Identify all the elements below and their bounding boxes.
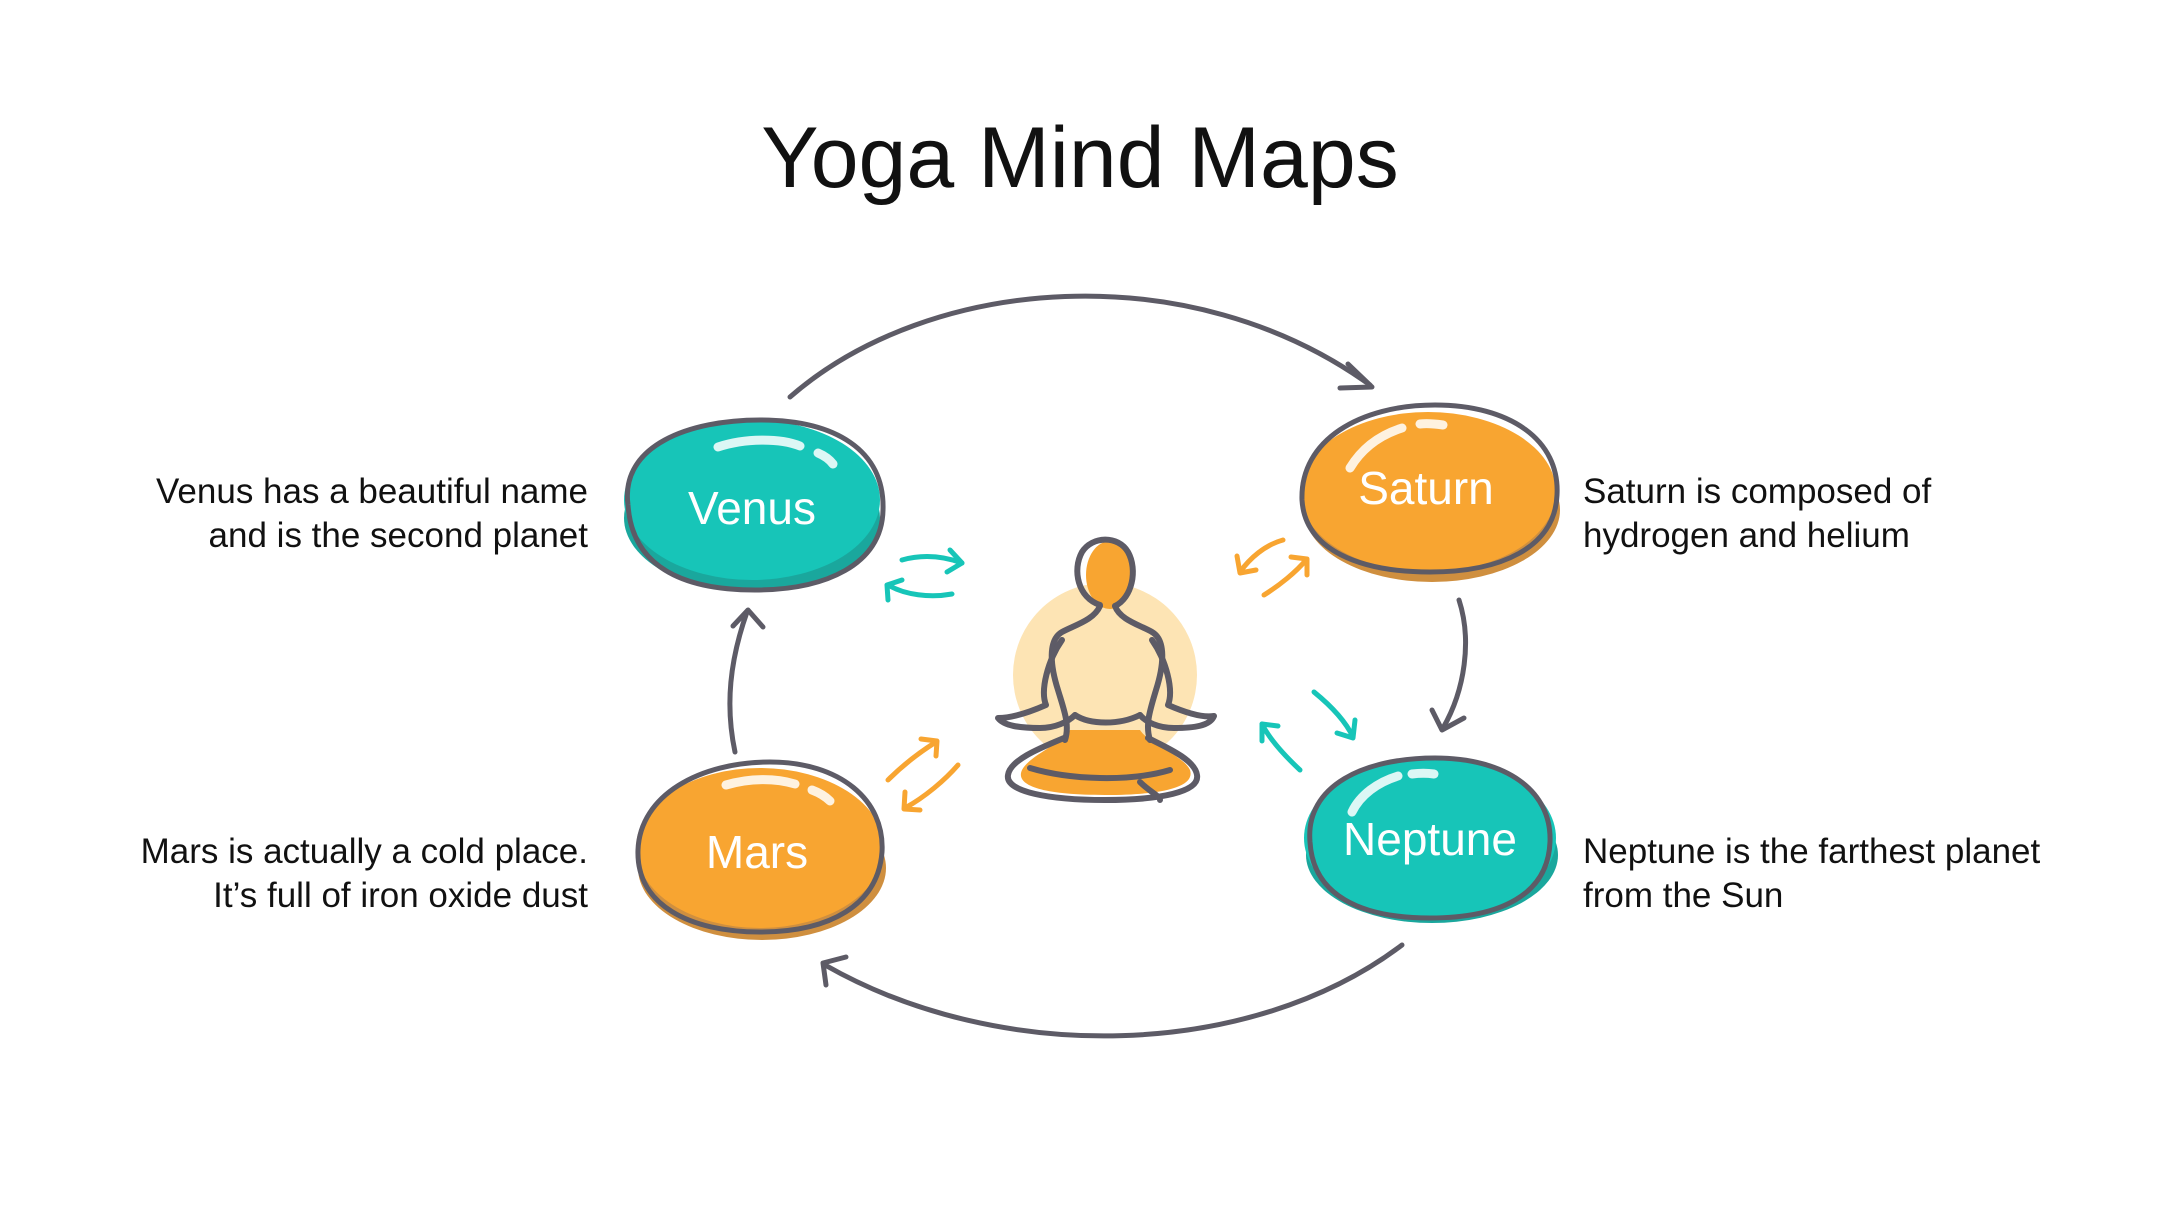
node-mars-label: Mars [706,826,808,878]
description-saturn-line-1: Saturn is composed of [1583,472,1932,511]
arrow-saturn-to-neptune [1429,597,1469,733]
description-venus: Venus has a beautiful name and is the se… [28,470,588,558]
node-mars: Mars [635,759,886,940]
description-neptune-line-2: from the Sun [1583,876,1784,915]
node-saturn: Saturn [1299,402,1560,582]
node-saturn-outline [1299,402,1560,575]
description-mars: Mars is actually a cold place. It’s full… [28,830,588,918]
node-mars-highlight [721,775,800,790]
meditation-figure-icon [995,536,1217,803]
node-mars-highlight-dot [807,785,835,806]
node-saturn-label: Saturn [1358,462,1494,514]
exchange-arrows-mars [885,736,961,813]
node-venus-highlight-dot [813,448,838,469]
arrow-venus-to-saturn [787,293,1375,400]
node-neptune-highlight-dot [1407,768,1439,779]
description-saturn: Saturn is composed of hydrogen and heliu… [1583,470,2143,558]
description-venus-line-2: and is the second planet [208,516,588,555]
figure-body-fill [1020,730,1191,795]
node-mars-fill [636,768,884,928]
exchange-arrows-venus [884,547,965,603]
node-neptune-outline [1307,755,1553,921]
node-venus-fill [624,420,880,580]
description-neptune: Neptune is the farthest planet from the … [1583,830,2143,918]
exchange-arrows-neptune [1259,689,1358,773]
node-neptune-label: Neptune [1343,813,1517,865]
exchange-arrows-saturn [1234,537,1310,598]
arrow-mars-to-venus [727,607,766,755]
description-mars-line-1: Mars is actually a cold place. [140,832,588,871]
description-mars-line-2: It’s full of iron oxide dust [213,876,588,915]
figure-head-fill [1086,541,1134,609]
node-neptune: Neptune [1304,755,1558,923]
node-venus-highlight [713,435,805,452]
node-venus-label: Venus [688,482,816,534]
node-neptune-highlight [1347,771,1403,817]
node-venus: Venus [624,417,886,593]
cycle-arrows [727,293,1469,1039]
node-mars-outline [635,759,885,935]
node-venus-outline [624,417,886,593]
arrow-neptune-to-mars [820,942,1405,1039]
page-title: Yoga Mind Maps [761,110,1399,206]
description-saturn-line-2: hydrogen and helium [1583,516,1910,555]
description-neptune-line-1: Neptune is the farthest planet [1583,832,2041,871]
node-saturn-highlight [1345,423,1407,473]
node-saturn-highlight-dot [1415,419,1448,430]
description-venus-line-1: Venus has a beautiful name [156,472,588,511]
